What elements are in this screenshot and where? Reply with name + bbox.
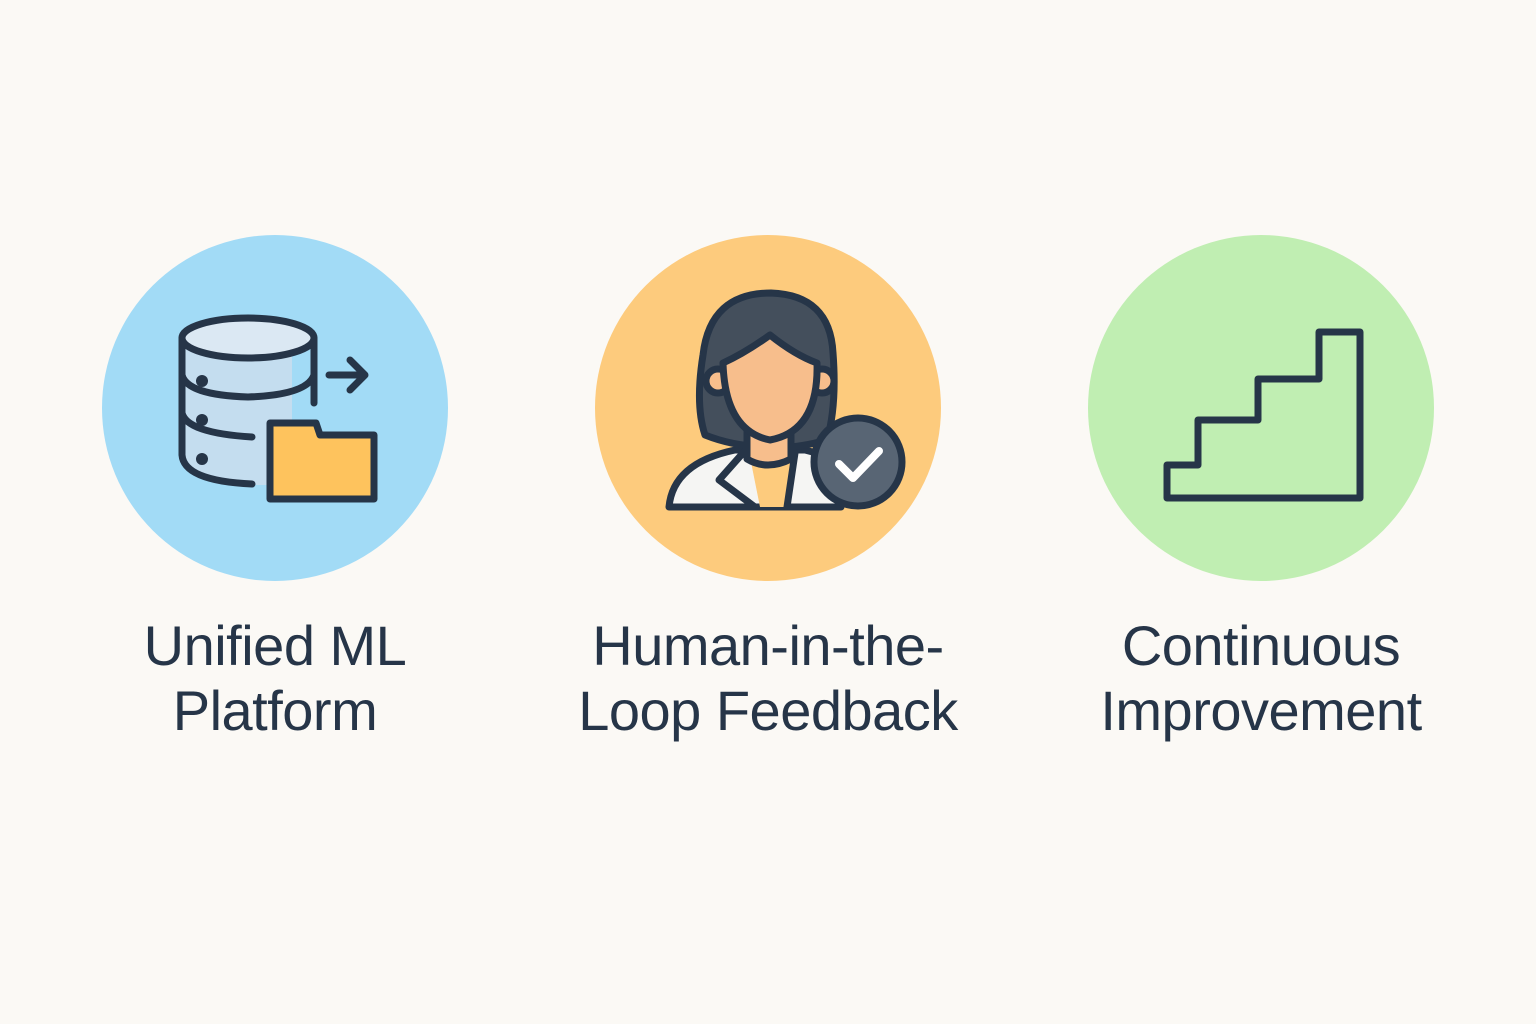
feature-label-line1: Continuous <box>1121 614 1401 677</box>
feature-label: Human-in-the- Loop Feedback <box>578 613 958 743</box>
feature-unified-ml-platform: Unified ML Platform <box>75 235 475 743</box>
feature-label: Continuous Improvement <box>1100 613 1422 743</box>
feature-label-line2: Platform <box>172 679 378 742</box>
feature-label-line2: Loop Feedback <box>578 679 958 742</box>
staircase-icon <box>1163 328 1364 502</box>
database-to-folder-icon <box>178 314 378 503</box>
icon-circle-green <box>1088 235 1434 581</box>
icon-circle-orange <box>595 235 941 581</box>
feature-label-line1: Unified ML <box>143 614 407 677</box>
feature-label: Unified ML Platform <box>144 613 407 743</box>
feature-label-line2: Improvement <box>1100 679 1422 742</box>
icon-circle-blue <box>102 235 448 581</box>
feature-label-line1: Human-in-the- <box>592 614 944 677</box>
feature-human-in-the-loop-feedback: Human-in-the- Loop Feedback <box>568 235 968 743</box>
feature-continuous-improvement: Continuous Improvement <box>1061 235 1461 743</box>
person-with-checkmark-icon <box>665 289 906 511</box>
